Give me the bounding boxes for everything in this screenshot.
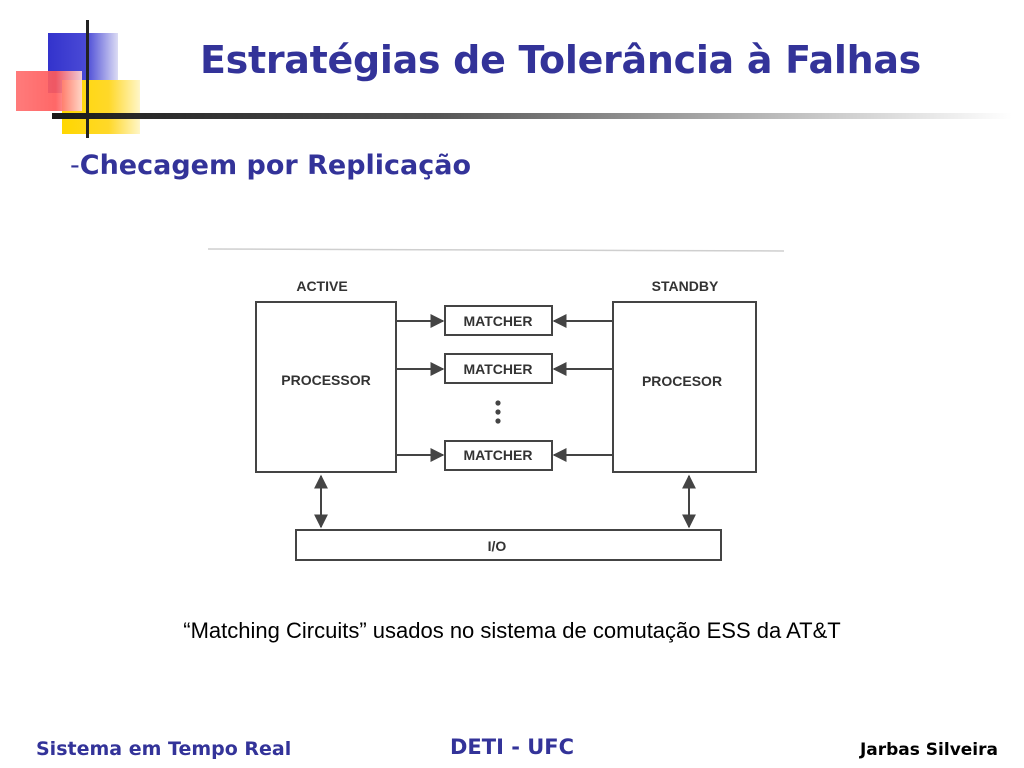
decor-vertical-line bbox=[86, 20, 89, 138]
matcher-label-2: MATCHER bbox=[464, 361, 533, 377]
ellipsis-dot-2 bbox=[495, 409, 501, 415]
slide-subtitle: -Checagem por Replicação bbox=[70, 150, 471, 181]
matcher-box-1 bbox=[444, 305, 553, 336]
diagram-caption: “Matching Circuits” usados no sistema de… bbox=[183, 618, 841, 643]
slide-title: Estratégias de Tolerância à Falhas bbox=[200, 38, 922, 82]
active-processor-label: PROCESSOR bbox=[281, 372, 370, 388]
footer-author: Jarbas Silveira bbox=[859, 740, 998, 760]
standby-header: STANDBY bbox=[652, 278, 719, 294]
io-bus-box bbox=[295, 529, 722, 561]
footer-course: Sistema em Tempo Real bbox=[36, 738, 292, 760]
matcher-label-1: MATCHER bbox=[464, 313, 533, 329]
title-underline bbox=[52, 113, 1012, 119]
subtitle-dash: - bbox=[70, 150, 80, 181]
matcher-box-3 bbox=[444, 440, 553, 471]
matcher-label-3: MATCHER bbox=[464, 447, 533, 463]
standby-processor-label: PROCESOR bbox=[642, 373, 722, 389]
subtitle-text: Checagem por Replicação bbox=[79, 150, 472, 181]
standby-processor-box bbox=[612, 301, 757, 473]
ellipsis-dot-3 bbox=[495, 418, 501, 424]
active-processor-box bbox=[255, 301, 397, 473]
decor-red-square bbox=[16, 71, 82, 111]
io-bus-label: I/O bbox=[488, 538, 507, 554]
replication-diagram: ACTIVE PROCESSOR STANDBY PROCESOR MATCHE… bbox=[207, 248, 785, 561]
ellipsis-dot-1 bbox=[495, 400, 501, 406]
matcher-box-2 bbox=[444, 353, 553, 384]
active-header: ACTIVE bbox=[296, 278, 347, 294]
scan-top-line bbox=[207, 248, 785, 252]
footer-institution: DETI - UFC bbox=[450, 735, 575, 759]
